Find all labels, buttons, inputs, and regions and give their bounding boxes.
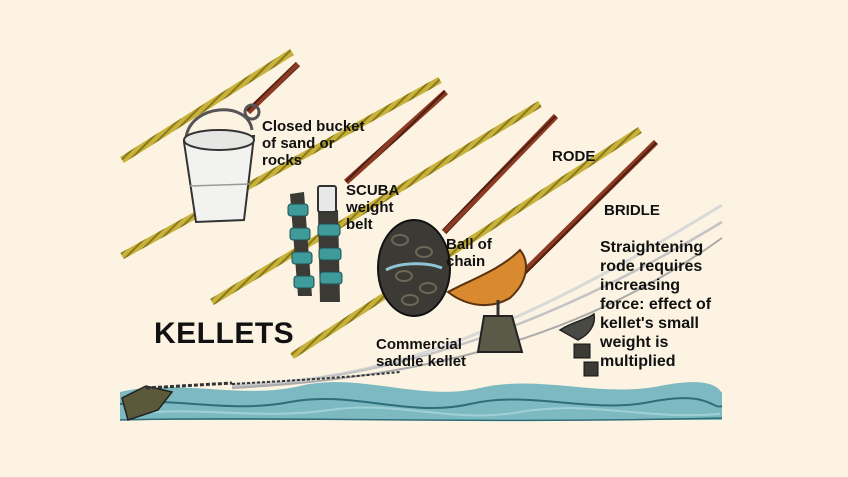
anchor-icon xyxy=(121,381,233,421)
bridle-lines xyxy=(245,61,659,279)
label-straightening-note: Straightening rode requires increasing f… xyxy=(600,239,712,370)
label-scuba-weight-belt: SCUBA weight belt xyxy=(346,182,400,233)
scuba-weight-belt-icon xyxy=(287,185,343,302)
diagram-title: KELLETS xyxy=(154,317,295,350)
rising-kellet-icon xyxy=(558,312,599,377)
saddle-kellet-icon xyxy=(446,248,527,353)
label-bridle: BRIDLE xyxy=(604,202,660,219)
label-ball-of-chain: Ball of chain xyxy=(446,236,492,270)
water-surface xyxy=(119,382,723,422)
label-rode: RODE xyxy=(552,148,596,165)
ball-of-chain-icon xyxy=(377,219,451,317)
label-bucket: Closed bucket of sand or rocks xyxy=(262,118,365,169)
label-saddle-kellet: Commercial saddle kellet xyxy=(376,336,467,370)
bucket-kellet-icon xyxy=(182,103,261,224)
rode-lines xyxy=(120,49,642,359)
